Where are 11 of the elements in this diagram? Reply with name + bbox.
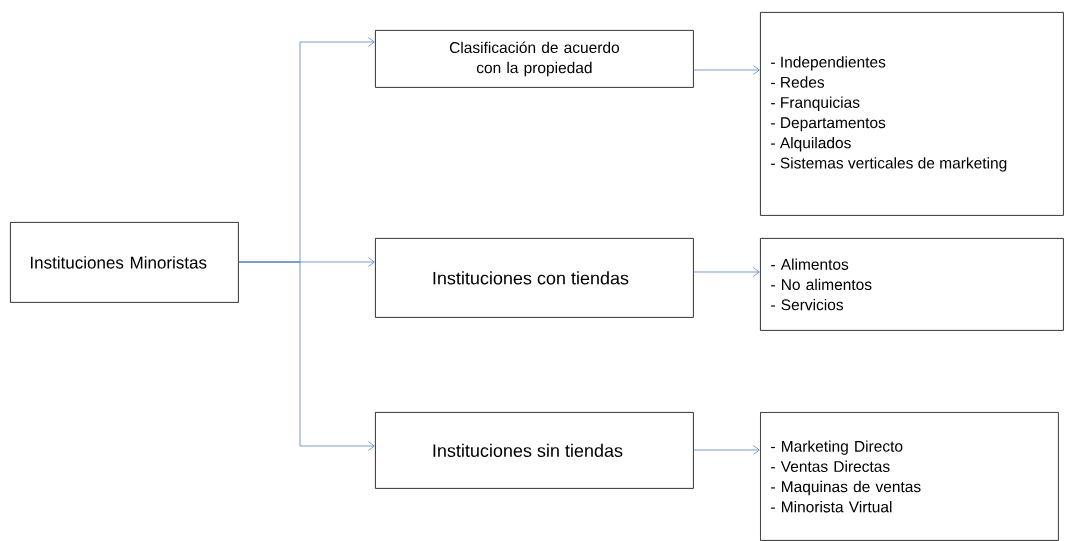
process-box: Instituciones con tiendas <box>375 238 694 318</box>
list-box: - Alimentos - No alimentos - Servicios <box>760 238 1064 331</box>
list-box: - Independientes - Redes - Franquicias - Departamentos - Alquilados - Sistemas verticales de marketing <box>760 12 1064 216</box>
arrow <box>693 65 760 75</box>
list-box: - Marketing Directo - Ventas Directas - Maquinas de ventas - Minorista Virtual <box>760 412 1059 541</box>
arrow <box>693 267 760 277</box>
process-box: Instituciones sin tiendas <box>375 412 694 489</box>
process-box: Instituciones Minoristas <box>10 222 239 303</box>
arrow <box>693 445 760 455</box>
arrow <box>238 261 375 451</box>
process-box: Clasificación de acuerdo con la propiedad <box>375 30 694 88</box>
